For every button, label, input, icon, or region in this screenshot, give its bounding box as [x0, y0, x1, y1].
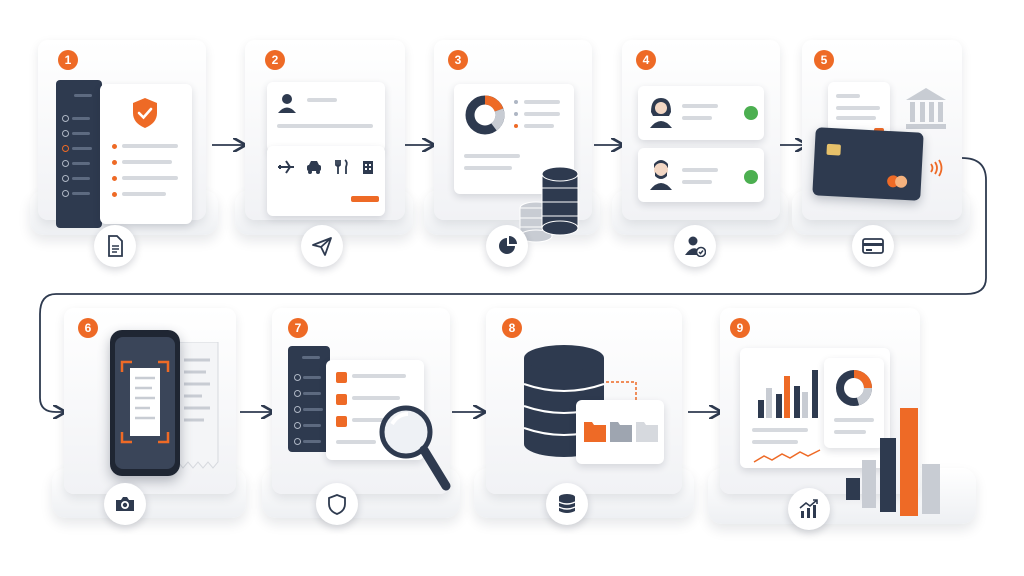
- kpi-card: [824, 358, 884, 448]
- magnifier-graphic: [379, 405, 451, 491]
- database-icon: [546, 483, 588, 525]
- credit-card-graphic: [812, 127, 924, 201]
- step-number-9: 9: [730, 318, 750, 338]
- step-5: 5: [792, 40, 972, 267]
- donut-chart: [465, 95, 505, 135]
- man-avatar-icon: [650, 160, 672, 190]
- step-9: 9: [708, 308, 978, 548]
- step-8: 8: [474, 308, 696, 533]
- step-3: 3: [424, 40, 602, 267]
- user-check-icon: [674, 225, 716, 267]
- travel-form-card: [267, 82, 385, 152]
- growth-bars-3d: [846, 408, 940, 516]
- step-number-4: 4: [636, 50, 656, 70]
- user-avatar-icon: [278, 94, 296, 113]
- step-number-3: 3: [448, 50, 468, 70]
- document-card: [100, 84, 192, 224]
- car-icon: [307, 161, 321, 174]
- sidebar-panel: [288, 346, 330, 452]
- data-link-line: [606, 381, 637, 406]
- folders-card: [576, 400, 664, 464]
- database-stack: [519, 166, 579, 243]
- bank-icon: [906, 88, 946, 129]
- mini-line-chart: [753, 449, 821, 463]
- shield-icon: [316, 483, 358, 525]
- analytics-card: [454, 84, 574, 194]
- send-icon: [301, 225, 343, 267]
- step-number-5: 5: [814, 50, 834, 70]
- camera-icon: [104, 483, 146, 525]
- travel-options-card: [267, 146, 385, 216]
- mini-bar-chart: [758, 370, 818, 418]
- contactless-icon: [930, 159, 943, 177]
- step-number-7: 7: [288, 318, 308, 338]
- step-number-6: 6: [78, 318, 98, 338]
- pie-chart-icon: [486, 225, 528, 267]
- step-number-8: 8: [502, 318, 522, 338]
- growth-chart-icon: [788, 488, 830, 530]
- step-1: 1: [30, 40, 220, 267]
- shield-check-icon: [133, 98, 157, 128]
- phone-graphic: [110, 330, 180, 476]
- document-icon: [94, 225, 136, 267]
- plane-icon: [278, 160, 294, 174]
- step-7: 7: [262, 308, 462, 533]
- scan-frame: [120, 360, 170, 444]
- credit-card-icon: [852, 225, 894, 267]
- step-2: 2: [235, 40, 415, 267]
- step-4: 4: [612, 40, 790, 267]
- folder-icons: [584, 422, 658, 442]
- approver-card-1: [638, 86, 764, 140]
- woman-avatar-icon: [650, 98, 672, 128]
- step-number-2: 2: [265, 50, 285, 70]
- approver-card-2: [638, 148, 764, 202]
- sidebar-panel: [56, 80, 102, 228]
- kpi-donut: [836, 370, 873, 406]
- step-number-1: 1: [58, 50, 78, 70]
- step-6: 6: [52, 308, 248, 533]
- restaurant-icon: [335, 159, 348, 174]
- hotel-icon: [363, 161, 373, 174]
